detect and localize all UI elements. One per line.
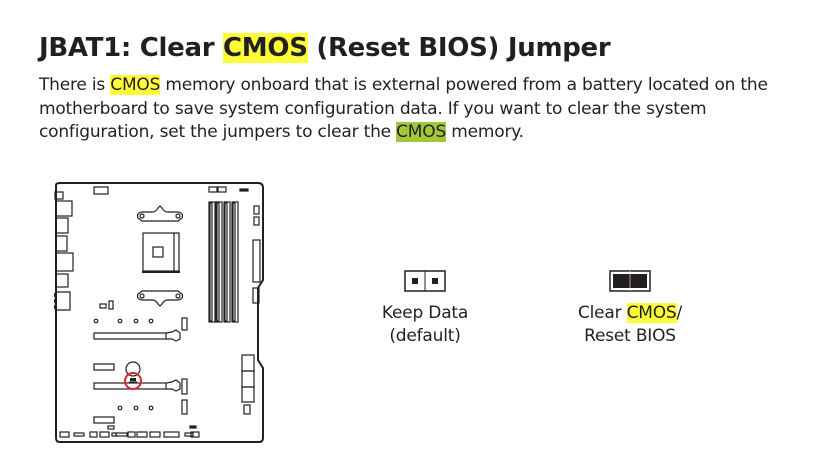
jumper-keep-data: Keep Data (default) — [360, 270, 490, 348]
jumper-closed-icon — [609, 270, 651, 292]
title-highlight-cmos: CMOS — [223, 33, 308, 63]
para-highlight-cmos-2: CMOS — [396, 122, 447, 142]
clear-cmos-label: Clear CMOS/ — [560, 302, 700, 325]
para-part3: memory. — [446, 122, 524, 142]
clear-cmos-label-suffix: / — [676, 303, 683, 323]
pcie-slot — [93, 332, 167, 340]
title-suffix: (Reset BIOS) Jumper — [307, 33, 611, 63]
cmos-battery — [125, 361, 141, 377]
io-port — [55, 200, 73, 217]
jbat1-jumper — [130, 378, 136, 381]
page-title: JBAT1: Clear CMOS (Reset BIOS) Jumper — [39, 30, 611, 66]
para-highlight-cmos-1: CMOS — [110, 75, 161, 95]
motherboard-diagram — [53, 182, 264, 443]
title-prefix: JBAT1: Clear — [39, 33, 224, 63]
io-port — [55, 252, 74, 272]
io-port — [53, 291, 71, 311]
io-port — [55, 273, 69, 288]
para-part1: There is — [39, 75, 111, 95]
clear-cmos-label-highlight: CMOS — [626, 303, 677, 323]
dimm-slot — [208, 201, 216, 323]
dimm-slot — [223, 201, 231, 323]
dimm-slot — [231, 201, 239, 323]
keep-data-label: Keep Data — [381, 303, 469, 323]
io-port — [54, 191, 64, 200]
board-outline — [55, 182, 264, 443]
para-part2: memory onboard that is external powered … — [39, 75, 768, 142]
jumper-open-icon — [404, 270, 446, 292]
io-port — [55, 217, 69, 234]
dimm-slot — [215, 201, 223, 323]
reset-bios-label: Reset BIOS — [584, 326, 676, 346]
cpu-bracket — [136, 290, 184, 307]
jumper-clear-cmos: Clear CMOS/ Reset BIOS — [560, 270, 700, 348]
cpu-bracket — [136, 205, 184, 222]
description-paragraph: There is CMOS memory onboard that is ext… — [39, 74, 799, 145]
jbat1-location-marker — [124, 372, 142, 390]
io-port — [55, 235, 68, 252]
keep-data-sublabel: (default) — [389, 326, 461, 346]
clear-cmos-label-prefix: Clear — [577, 303, 627, 323]
